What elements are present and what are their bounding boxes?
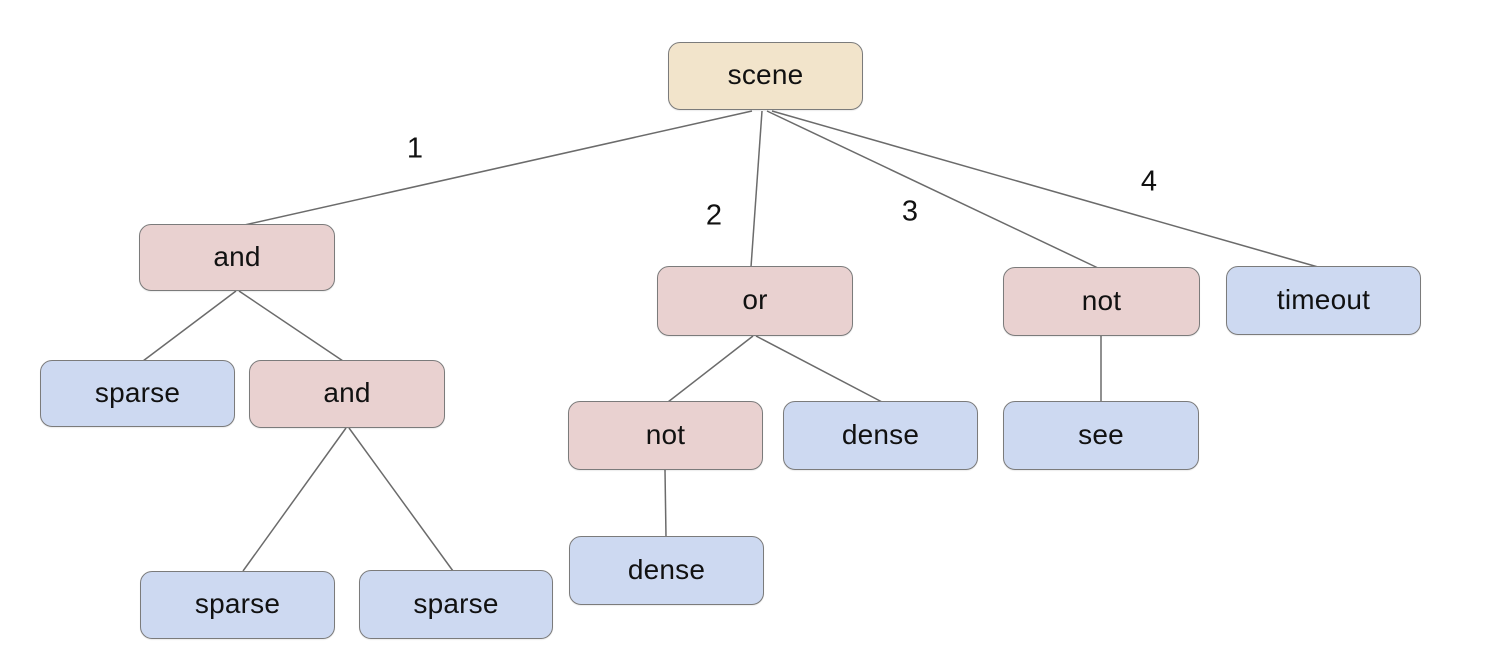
edge-scene-or1 [750, 110, 763, 268]
node-label: sparse [413, 587, 499, 619]
edge-and1-and2 [238, 290, 344, 362]
edge-or1-not2 [667, 335, 754, 403]
tree-node-or1: or [657, 266, 853, 336]
node-label: not [645, 418, 686, 450]
node-label: not [1081, 284, 1122, 316]
edge-not2-dense2 [664, 469, 667, 538]
edge-scene-and1 [239, 110, 753, 227]
node-label: timeout [1276, 283, 1371, 315]
edge-and2-sparse2 [242, 427, 347, 572]
edge-scene-not1 [766, 110, 1099, 269]
node-label: see [1078, 418, 1124, 450]
tree-node-sparse2: sparse [140, 571, 335, 639]
node-label: sparse [194, 588, 281, 619]
tree-node-sparse3: sparse [359, 570, 553, 639]
tree-node-see1: see [1003, 401, 1199, 470]
tree-node-not2: not [568, 401, 763, 470]
node-label: dense [627, 553, 706, 585]
tree-node-dense1: dense [783, 401, 978, 470]
tree-node-scene: scene [668, 42, 863, 110]
edge-scene-timeout1 [771, 110, 1319, 268]
tree-node-not1: not [1003, 267, 1200, 336]
edge-and2-sparse3 [348, 427, 454, 572]
node-label: scene [727, 59, 804, 90]
edge-label-4: 4 [1140, 165, 1158, 198]
tree-node-and2: and [249, 360, 445, 428]
edge-and1-sparse1 [142, 290, 237, 362]
tree-node-dense2: dense [569, 536, 764, 605]
edge-label-3: 3 [901, 195, 919, 228]
node-label: or [742, 284, 768, 315]
node-label: sparse [94, 376, 181, 408]
node-label: and [213, 240, 261, 272]
tree-node-timeout1: timeout [1226, 266, 1421, 335]
edge-or1-dense1 [755, 335, 883, 403]
edge-label-2: 2 [705, 199, 723, 232]
tree-node-sparse1: sparse [40, 360, 235, 427]
tree-node-and1: and [139, 224, 335, 291]
node-label: dense [841, 418, 920, 450]
node-label: and [323, 377, 371, 408]
edge-label-1: 1 [406, 132, 424, 165]
